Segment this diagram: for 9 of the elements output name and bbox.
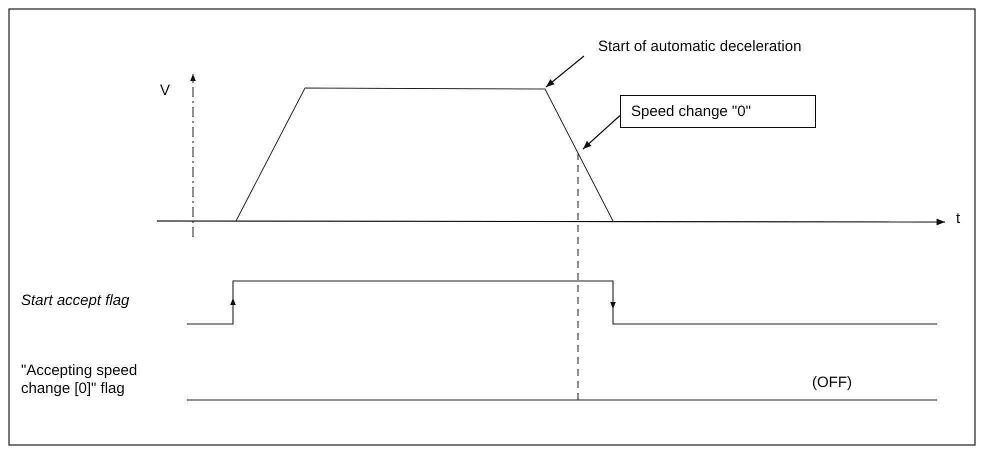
- axis-label: V: [160, 82, 172, 100]
- state-label: (OFF): [812, 374, 853, 392]
- axis-label: t: [956, 210, 962, 228]
- callout-text: Start of automatic deceleration: [598, 38, 898, 56]
- callout-box: Speed change "0": [620, 95, 816, 128]
- leader-line: [582, 115, 620, 150]
- signal-name: Start accept flag: [21, 292, 130, 310]
- leader-line: [546, 56, 584, 88]
- signal-name: "Accepting speed change [0]" flag: [21, 362, 138, 398]
